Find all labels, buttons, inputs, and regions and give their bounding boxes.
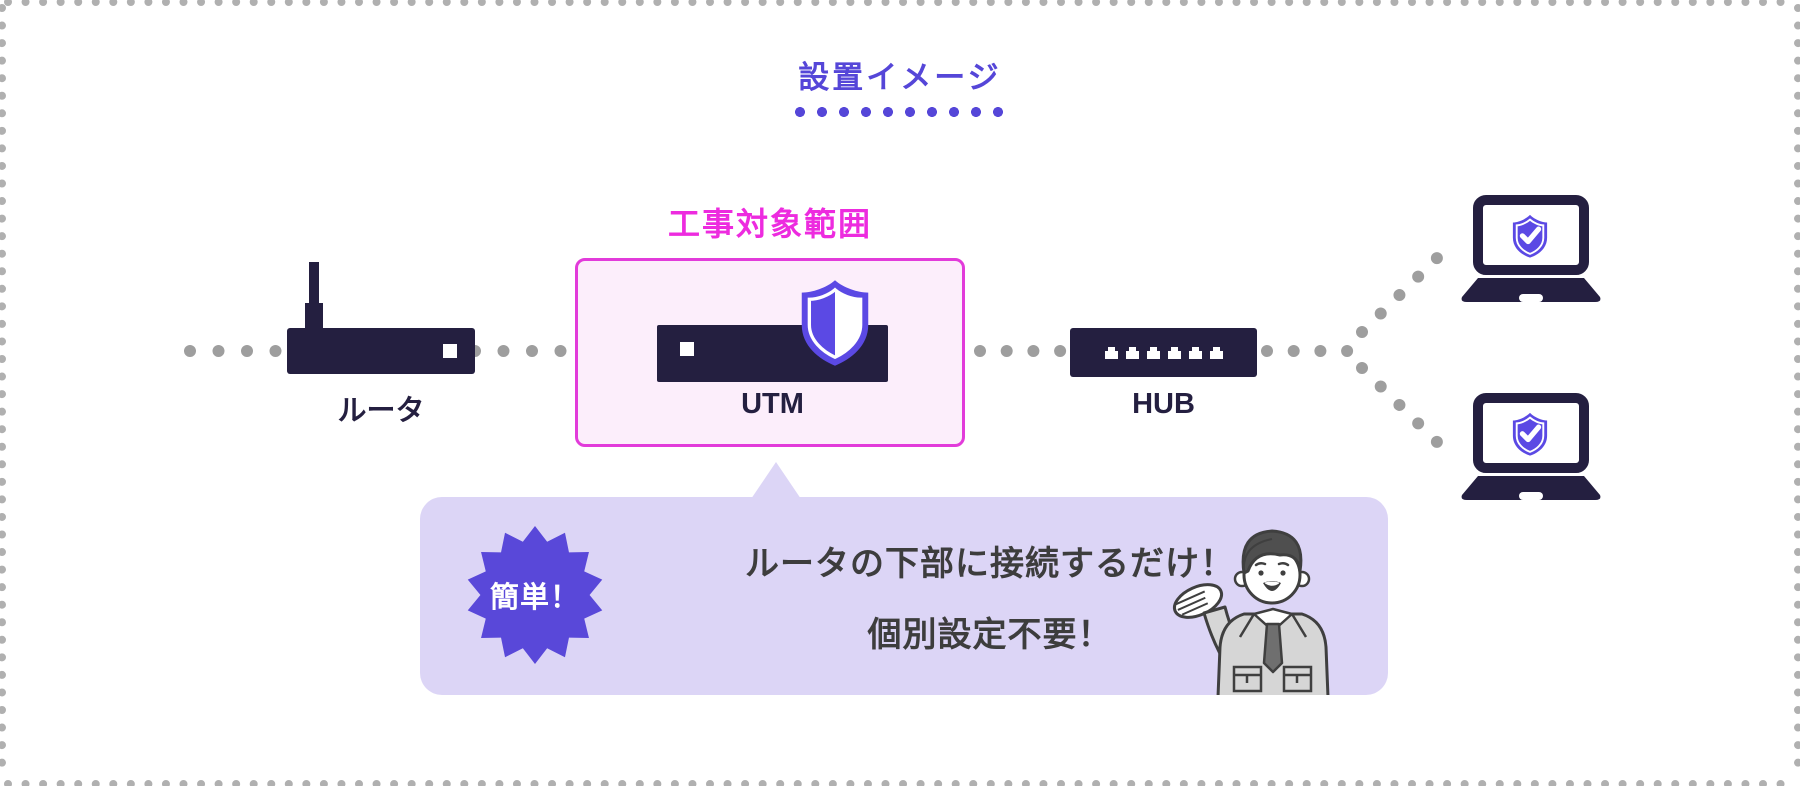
rj45-port-icon bbox=[1209, 346, 1223, 359]
router-antenna-icon bbox=[309, 262, 319, 332]
callout-tail bbox=[751, 462, 801, 499]
callout-line-2: 個別設定不要！ bbox=[867, 616, 1113, 654]
utm-led bbox=[680, 342, 694, 356]
page-title: 設置イメージ bbox=[798, 60, 1002, 95]
router-antenna-base bbox=[305, 303, 323, 331]
hub-label: HUB bbox=[1132, 388, 1195, 420]
rj45-port-icon bbox=[1125, 346, 1139, 359]
rj45-port-icon bbox=[1188, 346, 1202, 359]
line-branch-down bbox=[1356, 362, 1443, 448]
shield-check-icon bbox=[1512, 412, 1548, 456]
starburst-icon bbox=[467, 526, 603, 664]
utm-label: UTM bbox=[741, 388, 804, 420]
callout-line-1: ルータの下部に接続するだけ！ bbox=[745, 545, 1235, 583]
rj45-port-icon bbox=[1146, 346, 1160, 359]
rj45-port-icon bbox=[1167, 346, 1181, 359]
shield-half-icon bbox=[801, 280, 869, 366]
callout-text: ルータの下部に接続するだけ！ 個別設定不要！ bbox=[630, 497, 1350, 695]
line-branch-up bbox=[1356, 252, 1443, 338]
protected-laptop-icon bbox=[1461, 393, 1601, 500]
shield-check-icon bbox=[1512, 214, 1548, 258]
router-label: ルータ bbox=[337, 395, 425, 427]
callout-bubble: 簡単！ ルータの下部に接続するだけ！ 個別設定不要！ bbox=[420, 497, 1388, 695]
router-icon bbox=[287, 328, 475, 374]
protected-laptop-icon bbox=[1461, 195, 1601, 302]
connection-dotted-lines bbox=[184, 252, 1443, 448]
hub-icon bbox=[1070, 328, 1257, 377]
rj45-port-icon bbox=[1104, 346, 1118, 359]
router-led bbox=[443, 344, 457, 358]
title-underline-dots bbox=[789, 106, 1011, 118]
badge-label: 簡単！ bbox=[489, 582, 580, 614]
starburst-badge: 簡単！ bbox=[466, 526, 604, 664]
construction-zone-label: 工事対象範囲 bbox=[667, 206, 872, 242]
worker-illustration bbox=[1172, 529, 1330, 695]
